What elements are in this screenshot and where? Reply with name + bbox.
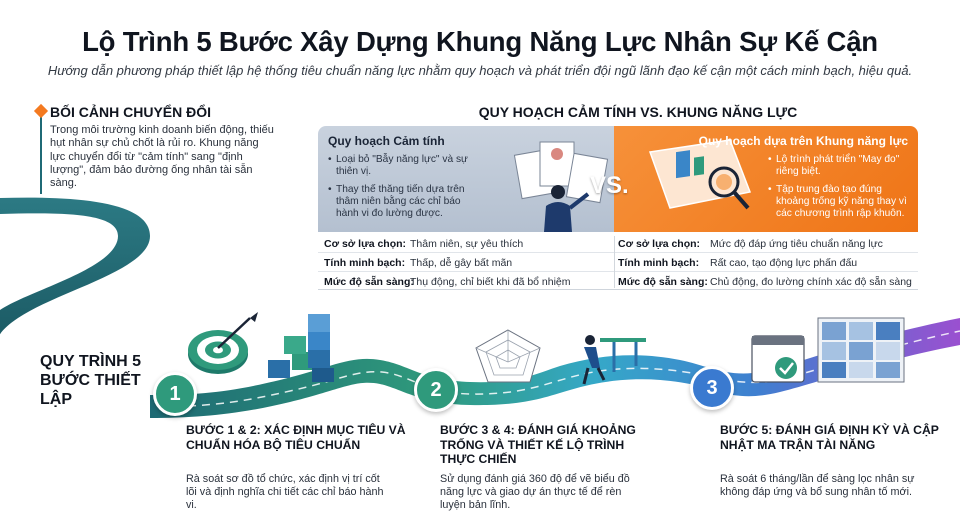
row-label: Cơ sở lựa chọn: — [324, 238, 407, 250]
documents-person-icon — [513, 141, 609, 232]
calendar-check-icon — [751, 335, 805, 383]
row-label: Mức độ sẵn sàng: — [324, 276, 414, 288]
row-label: Tính minh bạch: — [324, 257, 406, 269]
blocks-stack-icon — [268, 314, 334, 382]
bullet-item: • Tập trung đào tạo đúng khoảng trống kỹ … — [768, 184, 910, 220]
competency-planning-heading: Quy hoạch dựa trên Khung năng lực — [698, 134, 908, 148]
row-value: Chủ động, đo lường chính xác độ sẵn sàng — [710, 276, 912, 288]
context-accent-line — [40, 106, 42, 194]
bullet-item: • Lộ trình phát triển "May đo" riêng biệt… — [768, 154, 910, 178]
page-title: Lộ Trình 5 Bước Xây Dựng Khung Năng Lực … — [82, 26, 878, 57]
intuitive-planning-heading: Quy hoạch Cảm tính — [328, 134, 445, 148]
step-3-badge: 3 — [690, 366, 734, 410]
row-value: Rất cao, tạo động lực phấn đấu — [710, 257, 858, 269]
competency-planning-bullets: • Lộ trình phát triển "May đo" riêng biệt… — [768, 154, 910, 226]
step-3-body: Rà soát 6 tháng/lần để sàng lọc nhân sự … — [720, 473, 915, 498]
step-2-body: Sử dụng đánh giá 360 độ để vẽ biểu đồ nă… — [440, 473, 630, 511]
row-label: Cơ sở lựa chọn: — [618, 238, 701, 250]
row-value: Thụ động, chỉ biết khi đã bổ nhiệm — [410, 276, 571, 288]
comparison-row: Tính minh bạch: Thấp, dễ gây bất mãn Tín… — [318, 253, 918, 272]
comparison-table: Cơ sở lựa chọn: Thâm niên, sự yêu thích … — [318, 232, 918, 290]
step-1-heading: BƯỚC 1 & 2: XÁC ĐỊNH MỤC TIÊU VÀ CHUẨN H… — [186, 423, 406, 452]
bullet-text: Tập trung đào tạo đúng khoảng trống kỹ n… — [776, 184, 907, 219]
bullet-item: Loại bỏ "Bẫy năng lực" và sự thiên vị. — [328, 154, 478, 178]
context-body: Trong môi trường kinh doanh biến động, t… — [50, 124, 274, 190]
bullet-text: Lộ trình phát triển "May đo" riêng biệt. — [776, 154, 900, 177]
left-swoosh-road — [0, 197, 150, 346]
row-label: Tính minh bạch: — [618, 257, 700, 269]
row-value: Mức độ đáp ứng tiêu chuẩn năng lực — [710, 238, 883, 250]
row-value: Thâm niên, sự yêu thích — [410, 238, 524, 250]
comparison-divider — [614, 236, 615, 288]
bullet-item: Thay thế thăng tiến dựa trên thâm niên b… — [328, 184, 478, 220]
intuitive-planning-panel: Quy hoạch Cảm tính Loại bỏ "Bẫy năng lực… — [318, 126, 626, 232]
bullet-dot: • — [768, 184, 772, 195]
step-1-body: Rà soát sơ đồ tổ chức, xác định vị trí c… — [186, 473, 384, 511]
process-title: QUY TRÌNH 5 BƯỚC THIẾT LẬP — [40, 352, 150, 409]
bullet-dot: • — [768, 154, 772, 165]
step-3-heading: BƯỚC 5: ĐÁNH GIÁ ĐỊNH KỲ VÀ CẬP NHẬT MA … — [720, 423, 939, 452]
context-title: BỐI CẢNH CHUYỂN ĐỔI — [50, 104, 212, 120]
page-subtitle: Hướng dẫn phương pháp thiết lập hệ thống… — [47, 63, 913, 78]
process-title-text: QUY TRÌNH 5 BƯỚC THIẾT LẬP — [40, 353, 142, 408]
row-value: Thấp, dễ gây bất mãn — [410, 257, 513, 269]
comparison-title: QUY HOẠCH CẢM TÍNH VS. KHUNG NĂNG LỰC — [478, 104, 798, 120]
comparison-row: Mức độ sẵn sàng: Thụ động, chỉ biết khi … — [318, 272, 918, 291]
climber-icon — [582, 335, 646, 385]
step-2-heading: BƯỚC 3 & 4: ĐÁNH GIÁ KHOẢNG TRỐNG VÀ THI… — [440, 423, 636, 466]
talent-matrix-icon — [817, 317, 905, 383]
step-2-badge: 2 — [414, 368, 458, 412]
vs-label: VS. — [590, 172, 629, 199]
row-label: Mức độ sẵn sàng: — [618, 276, 708, 288]
main-road — [150, 318, 960, 418]
dashboard-magnifier-icon — [648, 139, 752, 210]
comparison-row: Cơ sở lựa chọn: Thâm niên, sự yêu thích … — [318, 234, 918, 253]
step-1-badge: 1 — [153, 372, 197, 416]
intuitive-planning-bullets: Loại bỏ "Bẫy năng lực" và sự thiên vị. T… — [328, 154, 478, 226]
target-icon — [188, 312, 258, 374]
competency-planning-panel: Quy hoạch dựa trên Khung năng lực — [614, 126, 918, 232]
radar-chart-icon — [475, 329, 541, 383]
